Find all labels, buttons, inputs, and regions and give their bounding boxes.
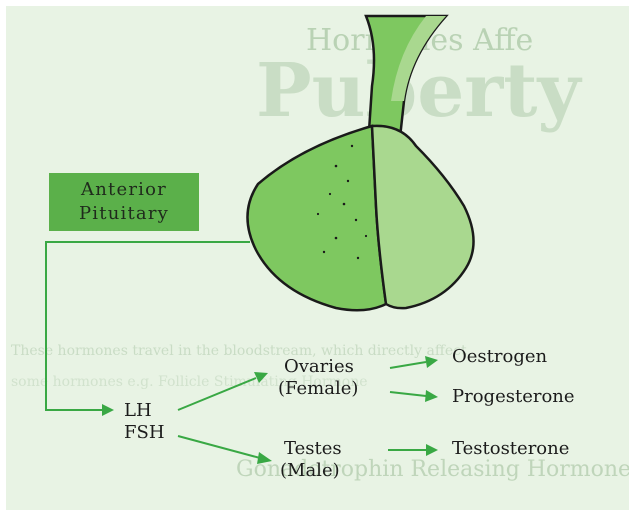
hormone-fsh: FSH — [124, 422, 165, 443]
diagram-canvas: Hormones Affe Puberty These hormones tra… — [6, 6, 629, 510]
target-testes: Testes — [284, 438, 342, 459]
arrow-to-testosterone-head — [426, 444, 438, 456]
target-ovaries: Ovaries — [284, 356, 354, 377]
arrow-to-progesterone-head — [425, 390, 438, 402]
label-line-2: Pituitary — [49, 203, 199, 224]
label-line-1: Anterior — [49, 179, 199, 200]
anterior-lobe — [247, 126, 386, 310]
arrow-to-oestrogen — [390, 362, 426, 368]
bg-line-1: These hormones travel in the bloodstream… — [11, 343, 467, 359]
diagram-frame: Hormones Affe Puberty These hormones tra… — [6, 6, 629, 510]
target-testes-sub: (Male) — [280, 460, 340, 481]
output-testosterone: Testosterone — [452, 438, 569, 459]
gland-connector-arrowhead — [102, 404, 114, 416]
bg-big-heading: Puberty — [256, 48, 582, 134]
target-ovaries-sub: (Female) — [278, 378, 358, 399]
anterior-pituitary-label: Anterior Pituitary — [49, 173, 199, 231]
arrow-to-progesterone — [390, 392, 426, 396]
hormone-lh: LH — [124, 400, 152, 421]
posterior-lobe — [372, 126, 474, 308]
output-progesterone: Progesterone — [452, 386, 575, 407]
arrow-to-testes — [178, 436, 260, 458]
output-oestrogen: Oestrogen — [452, 346, 547, 367]
